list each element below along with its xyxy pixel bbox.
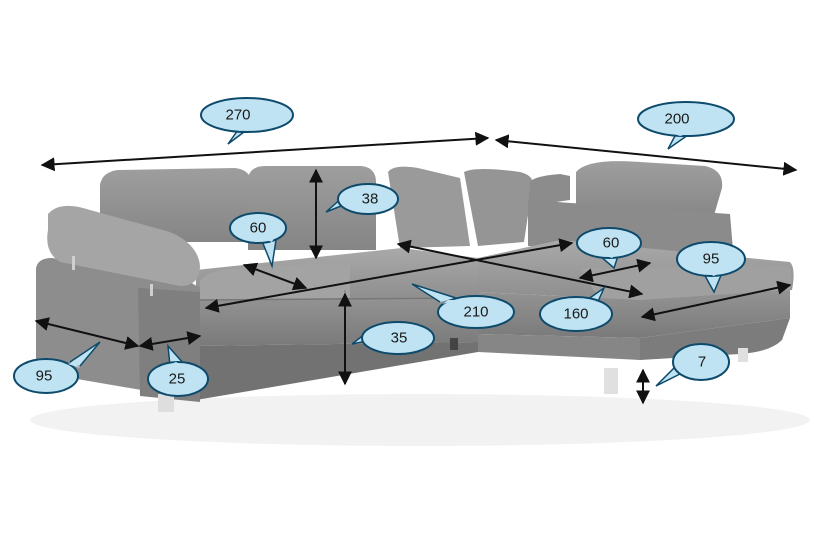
dimension-arrow-270 [40,131,490,172]
callouts: 270 200 38 60 60 [13,97,746,397]
label-leg-height: 7 [698,354,706,371]
callout-corner-length: 200 [637,101,735,150]
label-seat-depth: 60 [250,220,267,237]
sofa-leg [604,368,618,394]
callout-chaise-seat-length: 160 [539,285,613,332]
sofa-leg [738,348,748,362]
sofa-leg [158,394,174,412]
callout-leg-height: 7 [655,343,730,387]
sofa-leg [450,338,458,350]
label-armrest-width: 25 [169,371,186,388]
callout-seat-depth: 60 [229,212,287,269]
dimension-arrow-25 [138,331,202,351]
label-chaise-depth: 95 [703,251,720,268]
label-seat-height: 35 [391,330,408,347]
callout-seat-height: 35 [351,321,435,355]
callout-seat-width: 210 [411,283,515,329]
label-total-length: 270 [225,107,250,124]
callout-armrest-width: 25 [147,343,209,397]
callout-chaise-depth: 95 [676,241,746,294]
callout-armrest-depth: 95 [13,341,101,394]
dimension-arrow-95 [34,317,140,350]
main-seat [195,248,478,400]
dimension-arrow-160 [396,239,644,299]
label-corner-length: 200 [664,111,689,128]
label-backrest-height: 38 [362,191,379,208]
floor-shadow [30,394,810,446]
dimension-arrows [34,131,798,405]
label-chaise-seat-length: 160 [563,306,588,323]
callout-total-length: 270 [200,97,294,145]
dimension-arrow-95-chaise [640,280,792,322]
callout-backrest-height: 38 [325,183,399,215]
label-seat-width: 210 [463,304,488,321]
label-armrest-depth: 95 [36,368,53,385]
dimension-arrow-200 [494,134,798,176]
dimension-arrow-60-chaise [578,258,652,283]
callout-chaise-seat-depth: 60 [576,227,642,270]
label-chaise-seat-depth: 60 [603,235,620,252]
